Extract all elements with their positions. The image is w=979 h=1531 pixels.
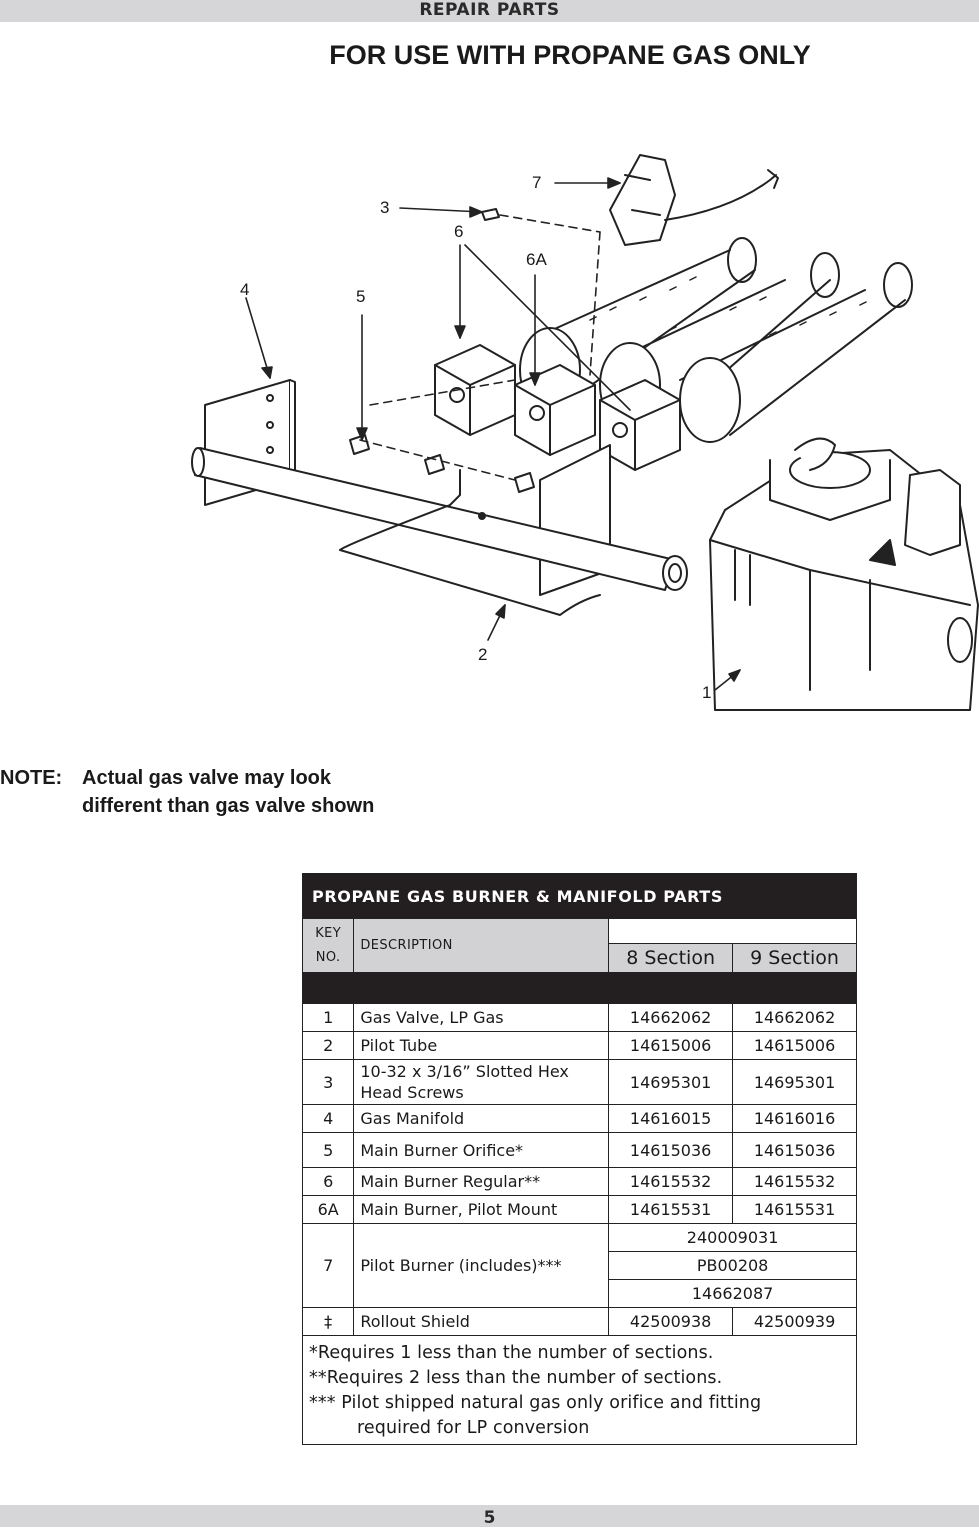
col-8-section-header: 8 Section xyxy=(608,943,734,973)
row-8-section: 14615036 xyxy=(608,1132,734,1168)
table-row-pilot: PB00208 xyxy=(303,1251,857,1280)
note-3-continued: required for LP conversion xyxy=(357,1418,590,1438)
table-row: 4 Gas Manifold 14616015 14616016 xyxy=(301,1104,857,1133)
row-8-section: 14695301 xyxy=(608,1059,734,1105)
row-desc: Pilot Tube xyxy=(353,1031,610,1060)
row-9-section: 14615036 xyxy=(732,1132,857,1168)
orifices xyxy=(349,208,535,493)
gas-valve xyxy=(709,437,979,711)
col-key-header: KEY NO. xyxy=(301,918,355,973)
pilot-part-number: 14662087 xyxy=(608,1279,857,1308)
note-1: *Requires 1 less than the number of sect… xyxy=(309,1343,714,1363)
row-desc: Rollout Shield xyxy=(353,1307,610,1336)
table-row: 5 Main Burner Orifice* 14615036 14615036 xyxy=(301,1132,857,1168)
row-9-section: 14615006 xyxy=(732,1031,857,1060)
col-group-header xyxy=(608,918,857,944)
pilot-part-number: PB00208 xyxy=(608,1251,857,1280)
row-key: 3 xyxy=(301,1059,355,1105)
callout-7: 7 xyxy=(532,173,541,192)
row-9-section: 14616016 xyxy=(732,1104,857,1133)
table-divider-row xyxy=(302,972,857,1004)
row-key: 7 xyxy=(301,1223,355,1308)
row-key: ‡ xyxy=(301,1307,355,1336)
table-row: 1 Gas Valve, LP Gas 14662062 14662062 xyxy=(301,1003,857,1032)
gas-manifold-pipe xyxy=(191,447,688,591)
header-title: REPAIR PARTS xyxy=(419,0,560,20)
callout-3: 3 xyxy=(380,198,389,217)
table-notes-row: *Requires 1 less than the number of sect… xyxy=(302,1335,857,1445)
note-2: **Requires 2 less than the number of sec… xyxy=(309,1368,723,1388)
table-section-row: 8 Section 9 Section xyxy=(303,943,857,973)
table-row: 2 Pilot Tube 14615006 14615006 xyxy=(301,1031,857,1060)
page-title: FOR USE WITH PROPANE GAS ONLY xyxy=(329,40,811,70)
callout-numbers: 1 2 3 4 5 6 6A 7 xyxy=(240,173,711,702)
col-key-header-line1: KEY xyxy=(315,925,342,941)
row-desc: Main Burner Regular** xyxy=(353,1167,610,1196)
row-key: 1 xyxy=(301,1003,355,1032)
row-8-section: 14616015 xyxy=(608,1104,734,1133)
table-row: 6 Main Burner Regular** 14615532 1461553… xyxy=(301,1167,857,1196)
header-band: REPAIR PARTS xyxy=(0,0,979,22)
row-8-section: 14615532 xyxy=(608,1167,734,1196)
row-8-section: 42500938 xyxy=(608,1307,734,1336)
col-9-section-header: 9 Section xyxy=(732,943,857,973)
burner-manifold-diagram: 1 2 3 4 5 6 6A 7 xyxy=(191,154,979,711)
table-row: 6A Main Burner, Pilot Mount 14615531 146… xyxy=(301,1195,857,1224)
parts-table: PROPANE GAS BURNER & MANIFOLD PARTS KEY … xyxy=(301,873,857,1445)
callout-2: 2 xyxy=(478,645,487,664)
note-label: NOTE: xyxy=(0,767,63,789)
row-key: 6 xyxy=(301,1167,355,1196)
callout-4: 4 xyxy=(240,280,249,299)
row-9-section: 14615532 xyxy=(732,1167,857,1196)
row-desc: Main Burner, Pilot Mount xyxy=(353,1195,610,1224)
table-notes: *Requires 1 less than the number of sect… xyxy=(302,1335,857,1445)
callout-6a: 6A xyxy=(526,250,547,269)
table-row-pilot: 7 Pilot Burner (includes)*** 240009031 xyxy=(301,1223,857,1308)
pilot-tube xyxy=(339,469,601,616)
table-row-pilot: 14662087 xyxy=(303,1279,857,1308)
row-key: 6A xyxy=(301,1195,355,1224)
row-8-section: 14662062 xyxy=(608,1003,734,1032)
row-9-section: 42500939 xyxy=(732,1307,857,1336)
row-key: 4 xyxy=(301,1104,355,1133)
table-row: 3 10-32 x 3/16” Slotted Hex Head Screws … xyxy=(301,1059,857,1105)
table-row: ‡ Rollout Shield 42500938 42500939 xyxy=(301,1307,857,1336)
callout-6: 6 xyxy=(454,222,463,241)
note-line-1: Actual gas valve may look xyxy=(82,767,332,789)
row-9-section: 14695301 xyxy=(732,1059,857,1105)
burner-blocks xyxy=(434,344,681,471)
row-8-section: 14615531 xyxy=(608,1195,734,1224)
table-title: PROPANE GAS BURNER & MANIFOLD PARTS xyxy=(302,873,857,919)
assembly-lines xyxy=(359,214,601,481)
row-key: 2 xyxy=(301,1031,355,1060)
col-key-header-line2: NO. xyxy=(315,949,341,965)
callout-1: 1 xyxy=(702,683,711,702)
row-desc: Gas Valve, LP Gas xyxy=(353,1003,610,1032)
row-9-section: 14615531 xyxy=(732,1195,857,1224)
callout-5: 5 xyxy=(356,287,365,306)
page-number: 5 xyxy=(483,1508,496,1528)
footer-band: 5 xyxy=(0,1505,979,1528)
table-header-row: KEY NO. DESCRIPTION xyxy=(301,918,857,973)
note-line-2: different than gas valve shown xyxy=(82,795,375,817)
note-3: *** Pilot shipped natural gas only orifi… xyxy=(309,1393,762,1413)
row-key: 5 xyxy=(301,1132,355,1168)
row-desc: Main Burner Orifice* xyxy=(353,1132,610,1168)
pilot-part-number: 240009031 xyxy=(608,1223,857,1252)
col-desc-header: DESCRIPTION xyxy=(353,918,610,973)
row-desc: Gas Manifold xyxy=(353,1104,610,1133)
pilot-burner xyxy=(609,154,779,246)
table-title-row: PROPANE GAS BURNER & MANIFOLD PARTS xyxy=(302,873,857,919)
row-8-section: 14615006 xyxy=(608,1031,734,1060)
row-desc: 10-32 x 3/16” Slotted Hex Head Screws xyxy=(353,1059,610,1105)
row-9-section: 14662062 xyxy=(732,1003,857,1032)
row-desc: Pilot Burner (includes)*** xyxy=(353,1223,610,1308)
callout-leaders xyxy=(245,177,741,691)
note: NOTE: Actual gas valve may look different… xyxy=(0,764,374,820)
